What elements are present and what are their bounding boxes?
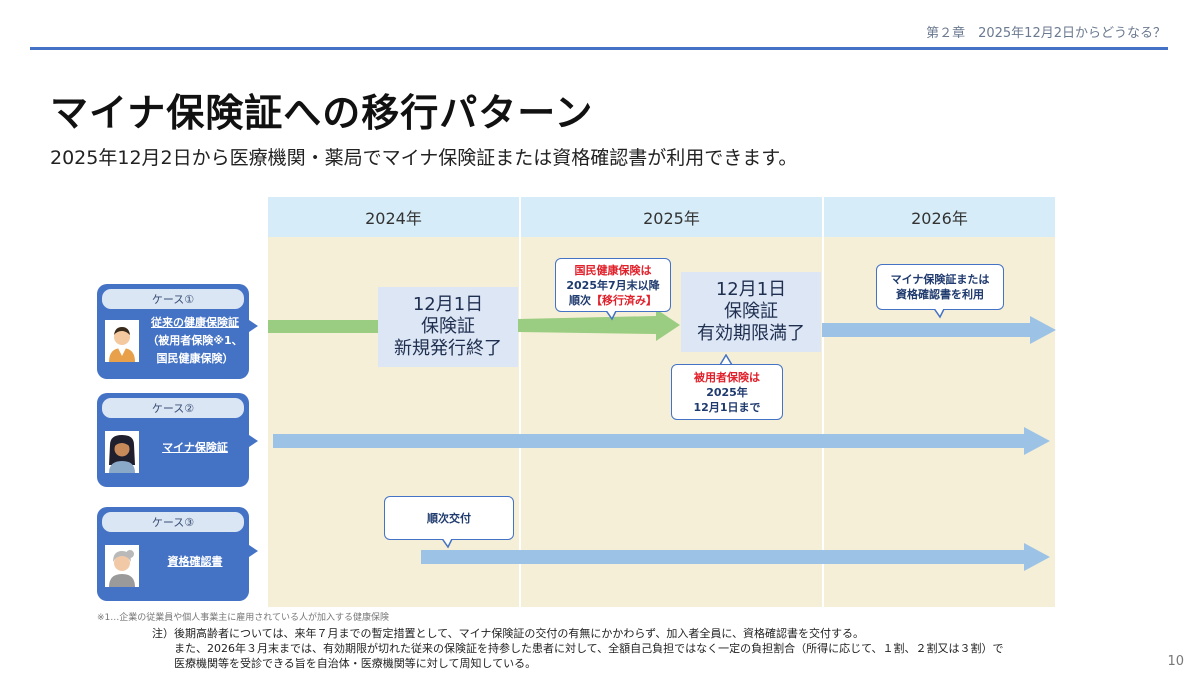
footnote-2: 注）後期高齢者については、来年７月までの暫定措置として、マイナ保険証の交付の有無… — [152, 626, 1004, 671]
milestone-line: 保険証 — [421, 316, 475, 337]
case-3-card: ケース③ 資格確認書 — [97, 507, 258, 601]
milestone-line: 保険証 — [724, 301, 778, 322]
case-label-line: 国民健康保険） — [156, 352, 234, 365]
footnote-line: また、2026年３月末までは、有効期限が切れた従来の保険証を持参した患者に対して… — [152, 642, 1004, 655]
case-3-label: 資格確認書 — [167, 555, 223, 568]
callout-pointer — [440, 537, 454, 549]
case-pointer — [249, 320, 258, 332]
callout-line: マイナ保険証または — [890, 273, 990, 286]
case-1-card: ケース① 従来の健康保険証 （被用者保険※1、 国民健康保険） — [97, 284, 258, 379]
case-3-badge: ケース③ — [102, 512, 244, 532]
milestone-line: 新規発行終了 — [394, 338, 502, 359]
year-2026: 2026年 — [824, 197, 1055, 237]
callout-line: 資格確認書を利用 — [896, 288, 984, 301]
callout-line: 順次交付 — [427, 511, 471, 525]
callout-line: 2025年7月末以降 — [566, 278, 660, 292]
callout-line: 被用者保険は — [694, 370, 760, 384]
callout-line: 順次【移行済み】 — [569, 293, 657, 307]
callout-sequential: 順次交付 — [384, 496, 514, 540]
milestone-line: 12月1日 — [715, 279, 787, 300]
avatar-woman-icon — [105, 431, 139, 473]
case-1-badge: ケース① — [102, 289, 244, 309]
case3-arrow — [421, 543, 1050, 571]
milestone-line: 12月1日 — [412, 294, 484, 315]
page-subtitle: 2025年12月2日から医療機関・薬局でマイナ保険証または資格確認書が利用できま… — [50, 147, 798, 169]
milestone-line: 有効期限満了 — [697, 323, 805, 344]
milestone-new-issue-end: 12月1日 保険証 新規発行終了 — [378, 287, 518, 367]
callout-line: 2025年 — [706, 385, 748, 399]
page-title: マイナ保険証への移行パターン — [50, 91, 594, 135]
case-label-line: （被用者保険※1、 — [147, 334, 243, 347]
case-2-badge: ケース② — [102, 398, 244, 418]
header-divider — [30, 47, 1168, 50]
case1-arrow-green-2 — [518, 309, 680, 341]
case-1-label: 従来の健康保険証 （被用者保険※1、 国民健康保険） — [141, 314, 249, 368]
case-label-line: 従来の健康保険証 — [151, 316, 239, 329]
callout-pointer — [604, 309, 618, 321]
callout-after-2026: マイナ保険証または 資格確認書を利用 — [876, 264, 1004, 310]
case2-arrow — [273, 427, 1050, 455]
year-separator — [822, 197, 824, 607]
avatar-elder-icon — [105, 545, 139, 587]
avatar-man-icon — [105, 320, 139, 362]
case-pointer — [249, 435, 258, 447]
year-separator — [519, 197, 521, 607]
footnote-line: 医療機関等を受診できる旨を自治体・医療機関等に対して周知している。 — [152, 657, 537, 670]
chapter-label: 第２章 2025年12月2日からどうなる？ — [926, 26, 1166, 41]
case-pointer — [249, 545, 258, 557]
callout-kokuho: 国民健康保険は 2025年7月末以降 順次【移行済み】 — [555, 258, 671, 312]
page-number: 10 — [1167, 654, 1184, 669]
year-2024: 2024年 — [268, 197, 519, 237]
case-2-card: ケース② マイナ保険証 — [97, 393, 258, 487]
case1-arrow-blue — [822, 316, 1056, 344]
footnote-line: 注）後期高齢者については、来年７月までの暫定措置として、マイナ保険証の交付の有無… — [152, 627, 865, 640]
milestone-expiry: 12月1日 保険証 有効期限満了 — [681, 272, 821, 352]
case1-arrow-green-1 — [268, 320, 378, 333]
callout-line: 国民健康保険は — [574, 263, 652, 277]
year-2025: 2025年 — [521, 197, 822, 237]
callout-line: 12月1日まで — [693, 400, 761, 414]
callout-pointer — [932, 307, 946, 319]
footnote-1: ※1…企業の従業員や個人事業主に雇用されている人が加入する健康保険 — [97, 613, 389, 623]
callout-hiyousha: 被用者保険は 2025年 12月1日まで — [671, 364, 783, 420]
case-2-label: マイナ保険証 — [162, 441, 228, 454]
